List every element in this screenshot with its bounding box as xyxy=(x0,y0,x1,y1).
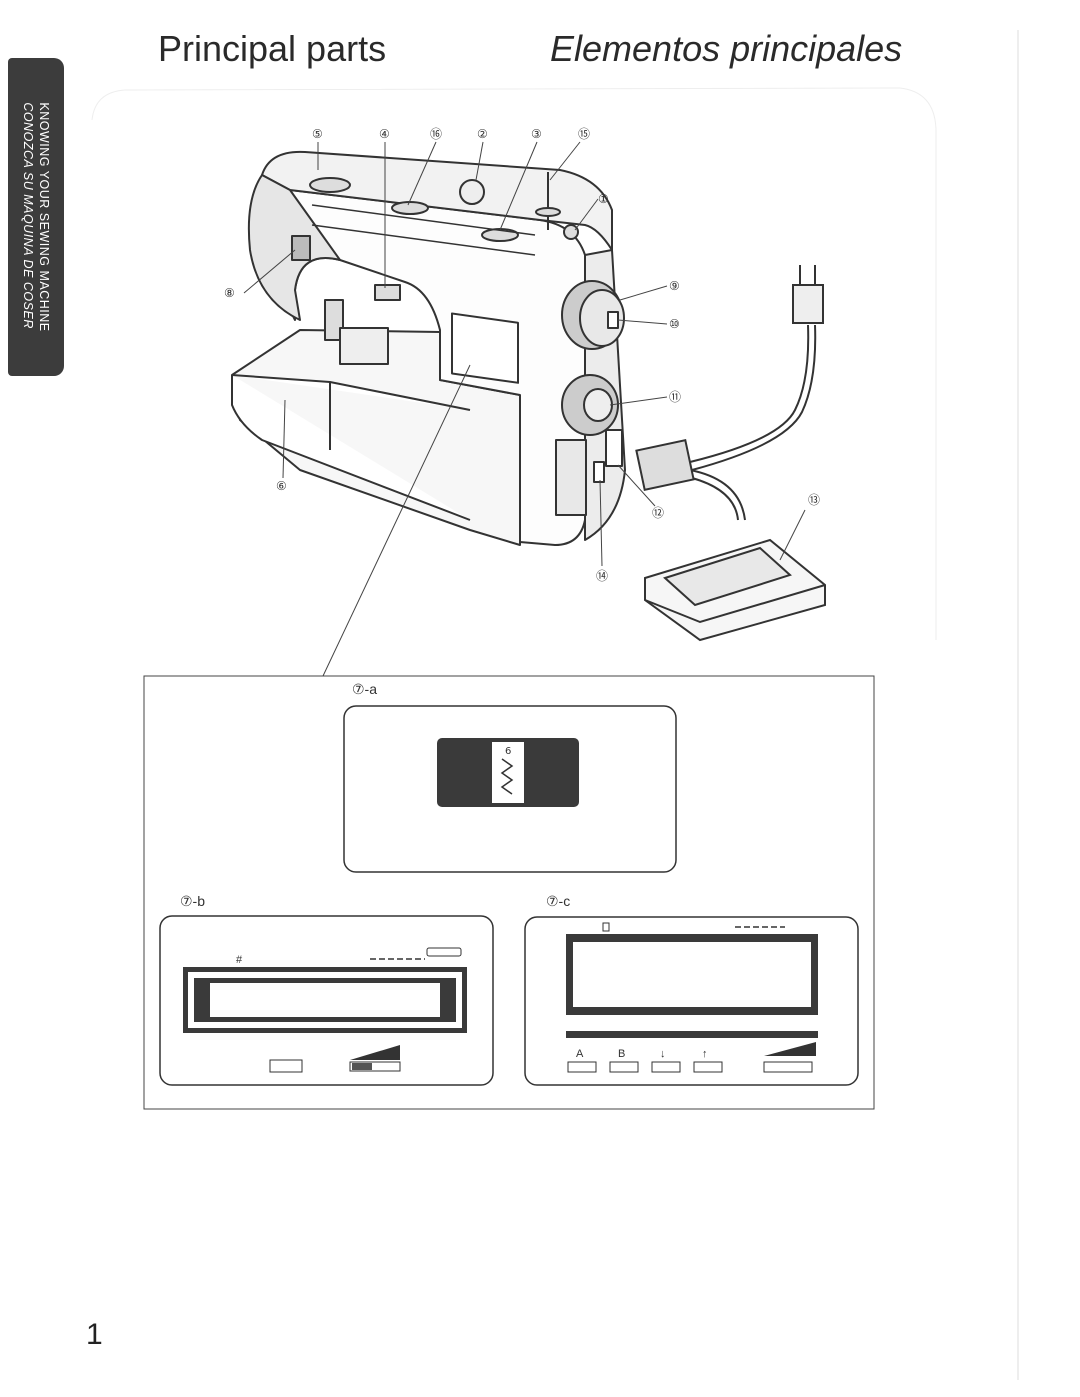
panel-c-button-a-label: A xyxy=(576,1048,584,1060)
section-side-tab: KNOWING YOUR SEWING MACHINE CONOZCA SU M… xyxy=(8,58,64,376)
foot-controller-drawing xyxy=(644,538,826,642)
page-title-english: Principal parts xyxy=(158,28,387,69)
callout-1: ① xyxy=(598,192,609,206)
page-title-spanish: Elementos principales xyxy=(550,28,903,69)
panel-c-label: ⑦-c xyxy=(546,893,571,909)
speed-wedge-icon xyxy=(764,1042,816,1056)
callout-13: ⑬ xyxy=(808,493,820,507)
panel-c-button-b-label: B xyxy=(618,1048,625,1060)
panel-c-button-up-label: ↑ xyxy=(702,1048,708,1060)
callout-5: ⑤ xyxy=(312,127,323,141)
callout-3: ③ xyxy=(531,127,542,141)
callout-labels: ⑤ ④ ⑯ ② ③ ⑮ ① ⑧ ⑨ ⑩ ⑪ ⑥ ⑫ ⑬ ⑭ xyxy=(224,127,820,583)
panel-c-button-down-label: ↓ xyxy=(660,1048,666,1060)
display-panels-frame xyxy=(143,675,875,1110)
callout-15: ⑮ xyxy=(578,127,590,141)
callout-2: ② xyxy=(477,127,488,141)
page-number: 1 xyxy=(86,1318,103,1351)
speed-wedge-icon xyxy=(350,1045,400,1060)
callout-8: ⑧ xyxy=(224,286,235,300)
callout-11: ⑪ xyxy=(669,390,681,404)
power-cord-drawing xyxy=(635,265,824,521)
callout-9: ⑨ xyxy=(669,279,680,293)
callout-4: ④ xyxy=(379,127,390,141)
callout-16: ⑯ xyxy=(430,127,442,141)
callout-6: ⑥ xyxy=(276,479,287,493)
zigzag-stitch-icon xyxy=(500,758,514,795)
sewing-machine-drawing xyxy=(231,150,626,546)
panel-a-label: ⑦-a xyxy=(352,681,377,697)
panel-b-label: ⑦-b xyxy=(180,893,205,909)
callout-10: ⑩ xyxy=(669,317,680,331)
panel-b-symbol: # xyxy=(236,954,243,966)
callout-12: ⑫ xyxy=(652,506,664,520)
callout-14: ⑭ xyxy=(596,569,608,583)
panel-a-digit: 6 xyxy=(505,746,511,757)
